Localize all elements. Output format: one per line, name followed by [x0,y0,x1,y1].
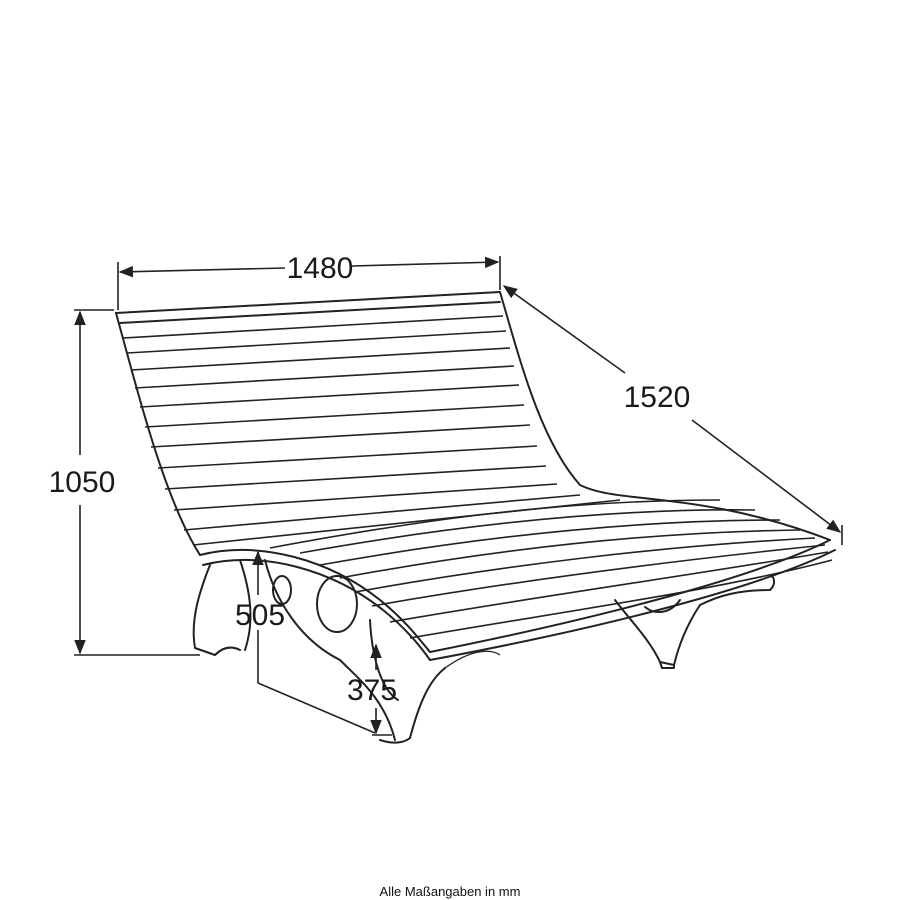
units-caption: Alle Maßangaben in mm [379,884,521,899]
dimension-seat-height-label: 505 [235,599,285,632]
right-leg [614,575,776,669]
dimension-width-label: 1480 [287,252,354,285]
dimension-depth-label: 1520 [624,381,691,414]
dimension-height: 1050 [49,309,200,656]
dimension-front-height: 375 [347,643,397,736]
seat-slats [269,499,833,639]
dimension-front-height-label: 375 [347,674,397,707]
dimension-width: 1480 [117,252,501,310]
dimension-seat-height: 505 [235,550,376,734]
dimension-depth: 1520 [502,285,843,545]
dimension-height-label: 1050 [49,466,116,499]
left-leg [192,559,501,744]
back-slats [122,315,621,546]
